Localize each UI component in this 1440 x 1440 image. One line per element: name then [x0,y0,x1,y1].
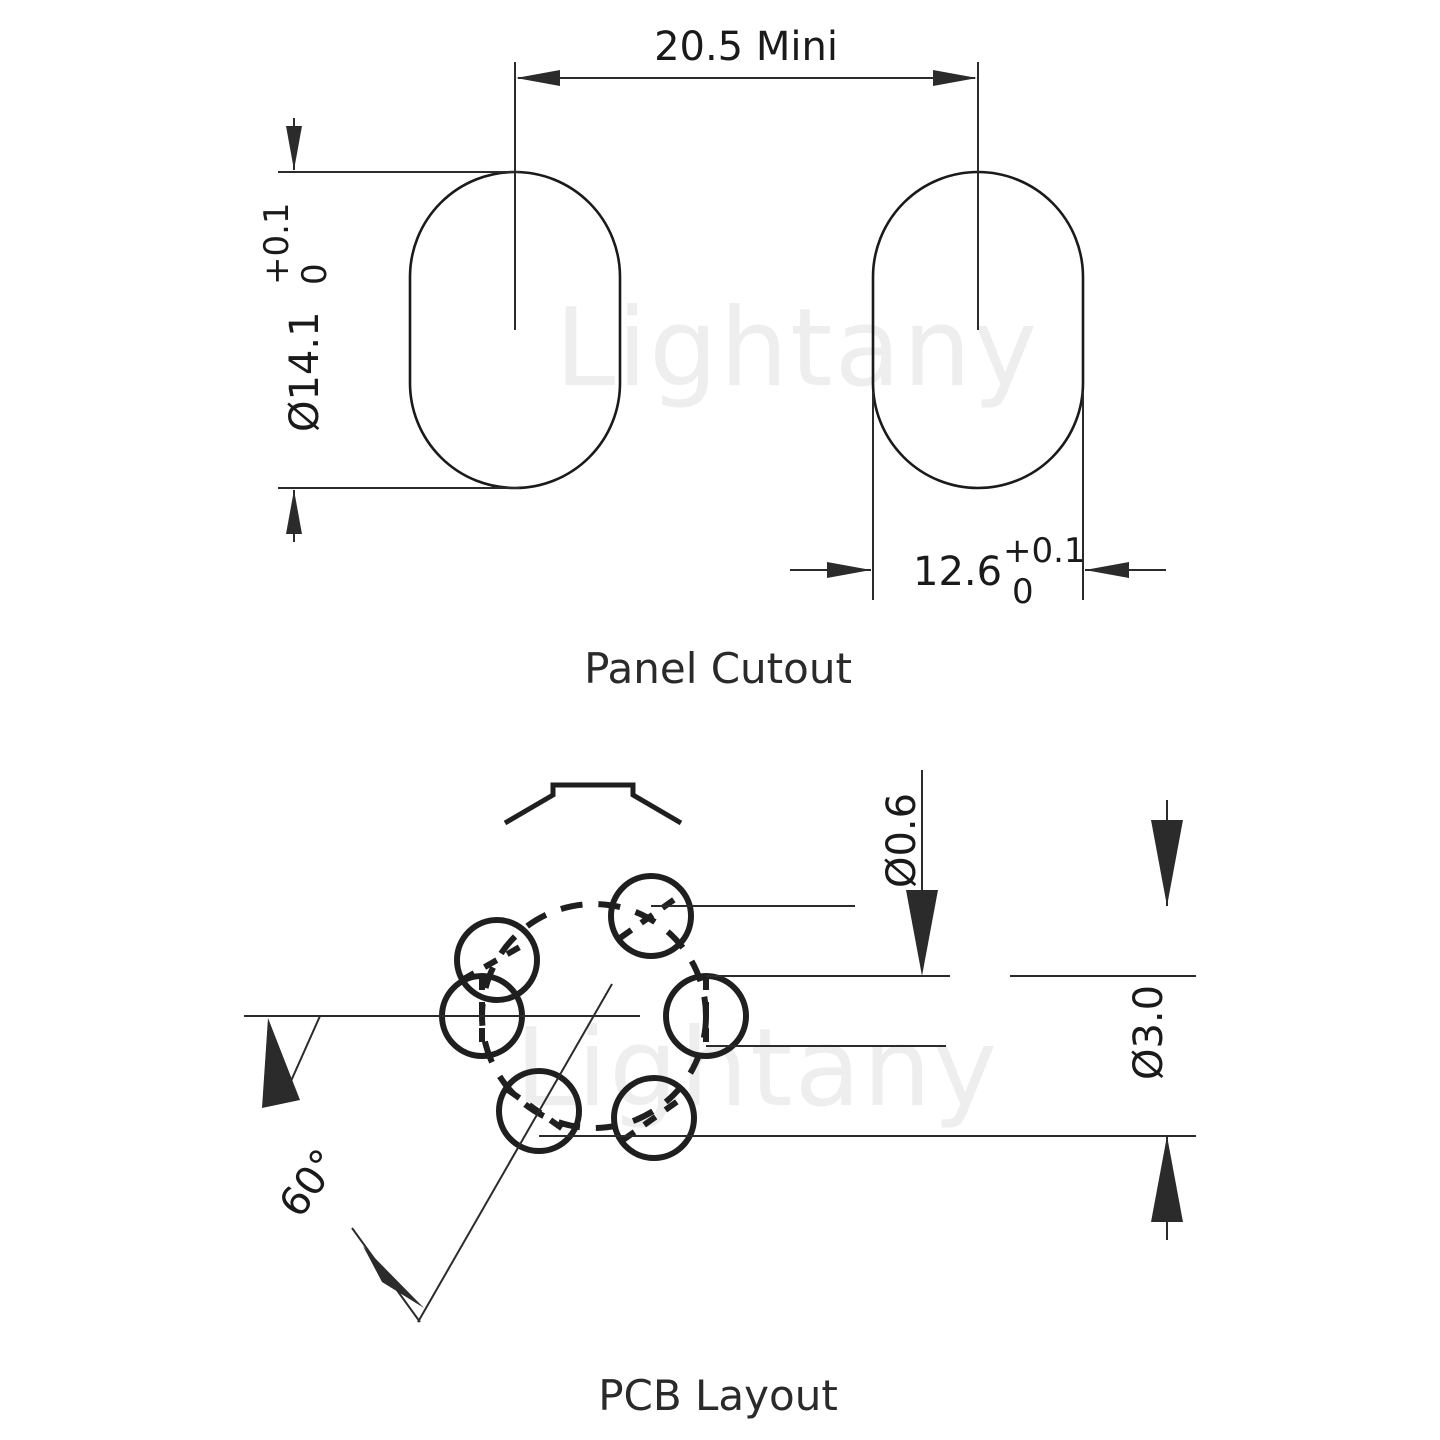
pcb-angle-centerline [417,983,613,1323]
angle-leader-upper [286,1015,321,1091]
pitch-arrow-left [516,70,560,86]
pitch-arrow-right [933,70,977,86]
dimension-flat-12-6: 12.6 +0.1 0 [790,392,1166,612]
flat-tol-upper-label: +0.1 [1003,531,1086,571]
pcb-pad-2-tick [618,891,684,941]
dimension-bolt-circle-3-0: Ø3.0 [1126,800,1183,1240]
right-cutout-shape [871,168,1085,490]
bolt-dia-arrow-bottom [1151,1136,1183,1222]
dimension-angle-60: 60° [262,1015,424,1323]
pcb-pad-2 [608,873,694,959]
pcb-pad-1-tick [460,937,534,983]
pitch-dim-label: 20.5 Mini [654,24,838,70]
dimension-diameter-14-1: Ø14.1 +0.1 0 [257,118,520,542]
keyway-notch-icon [503,782,683,826]
angle-arrow-lower [363,1246,424,1308]
panel-cutout-caption: Panel Cutout [584,644,852,693]
panel-cutout-group: 20.5 Mini Ø14.1 +0.1 0 [257,24,1166,693]
pcb-pad-6-tick [621,1093,687,1143]
dia-value-label: Ø14.1 [282,311,328,432]
dia-tol-lower-label: 0 [295,263,335,285]
flat-arrow-right [1085,562,1129,578]
pcb-pad-5 [496,1068,582,1154]
pad-dia-arrow [906,890,938,976]
pcb-pad-group [439,873,749,1161]
bolt-dia-arrow-top [1151,820,1183,906]
dia-arrow-bottom [286,490,302,534]
flat-tol-lower-label: 0 [1012,572,1034,612]
pad-dia-label: Ø0.6 [879,793,925,888]
dimension-pitch-20-5: 20.5 Mini [514,24,979,178]
dimension-pad-diameter-0-6: Ø0.6 [879,770,938,976]
dia-arrow-top [286,126,302,170]
dia-label-group: Ø14.1 +0.1 0 [257,202,335,432]
pcb-layout-caption: PCB Layout [598,1371,838,1420]
angle-arrow-upper [262,1018,300,1108]
flat-value-label: 12.6 [913,549,1002,595]
angle-label: 60° [271,1141,349,1225]
dia-tol-upper-label: +0.1 [257,202,297,285]
bolt-dia-label: Ø3.0 [1126,985,1172,1080]
flat-arrow-left [827,562,871,578]
watermark-bottom: Lightany [515,1006,999,1131]
watermark-top: Lightany [555,286,1039,411]
pcb-pad-1 [454,917,540,1003]
right-cutout-outline [871,170,1085,490]
pcb-pad-6 [611,1075,697,1161]
